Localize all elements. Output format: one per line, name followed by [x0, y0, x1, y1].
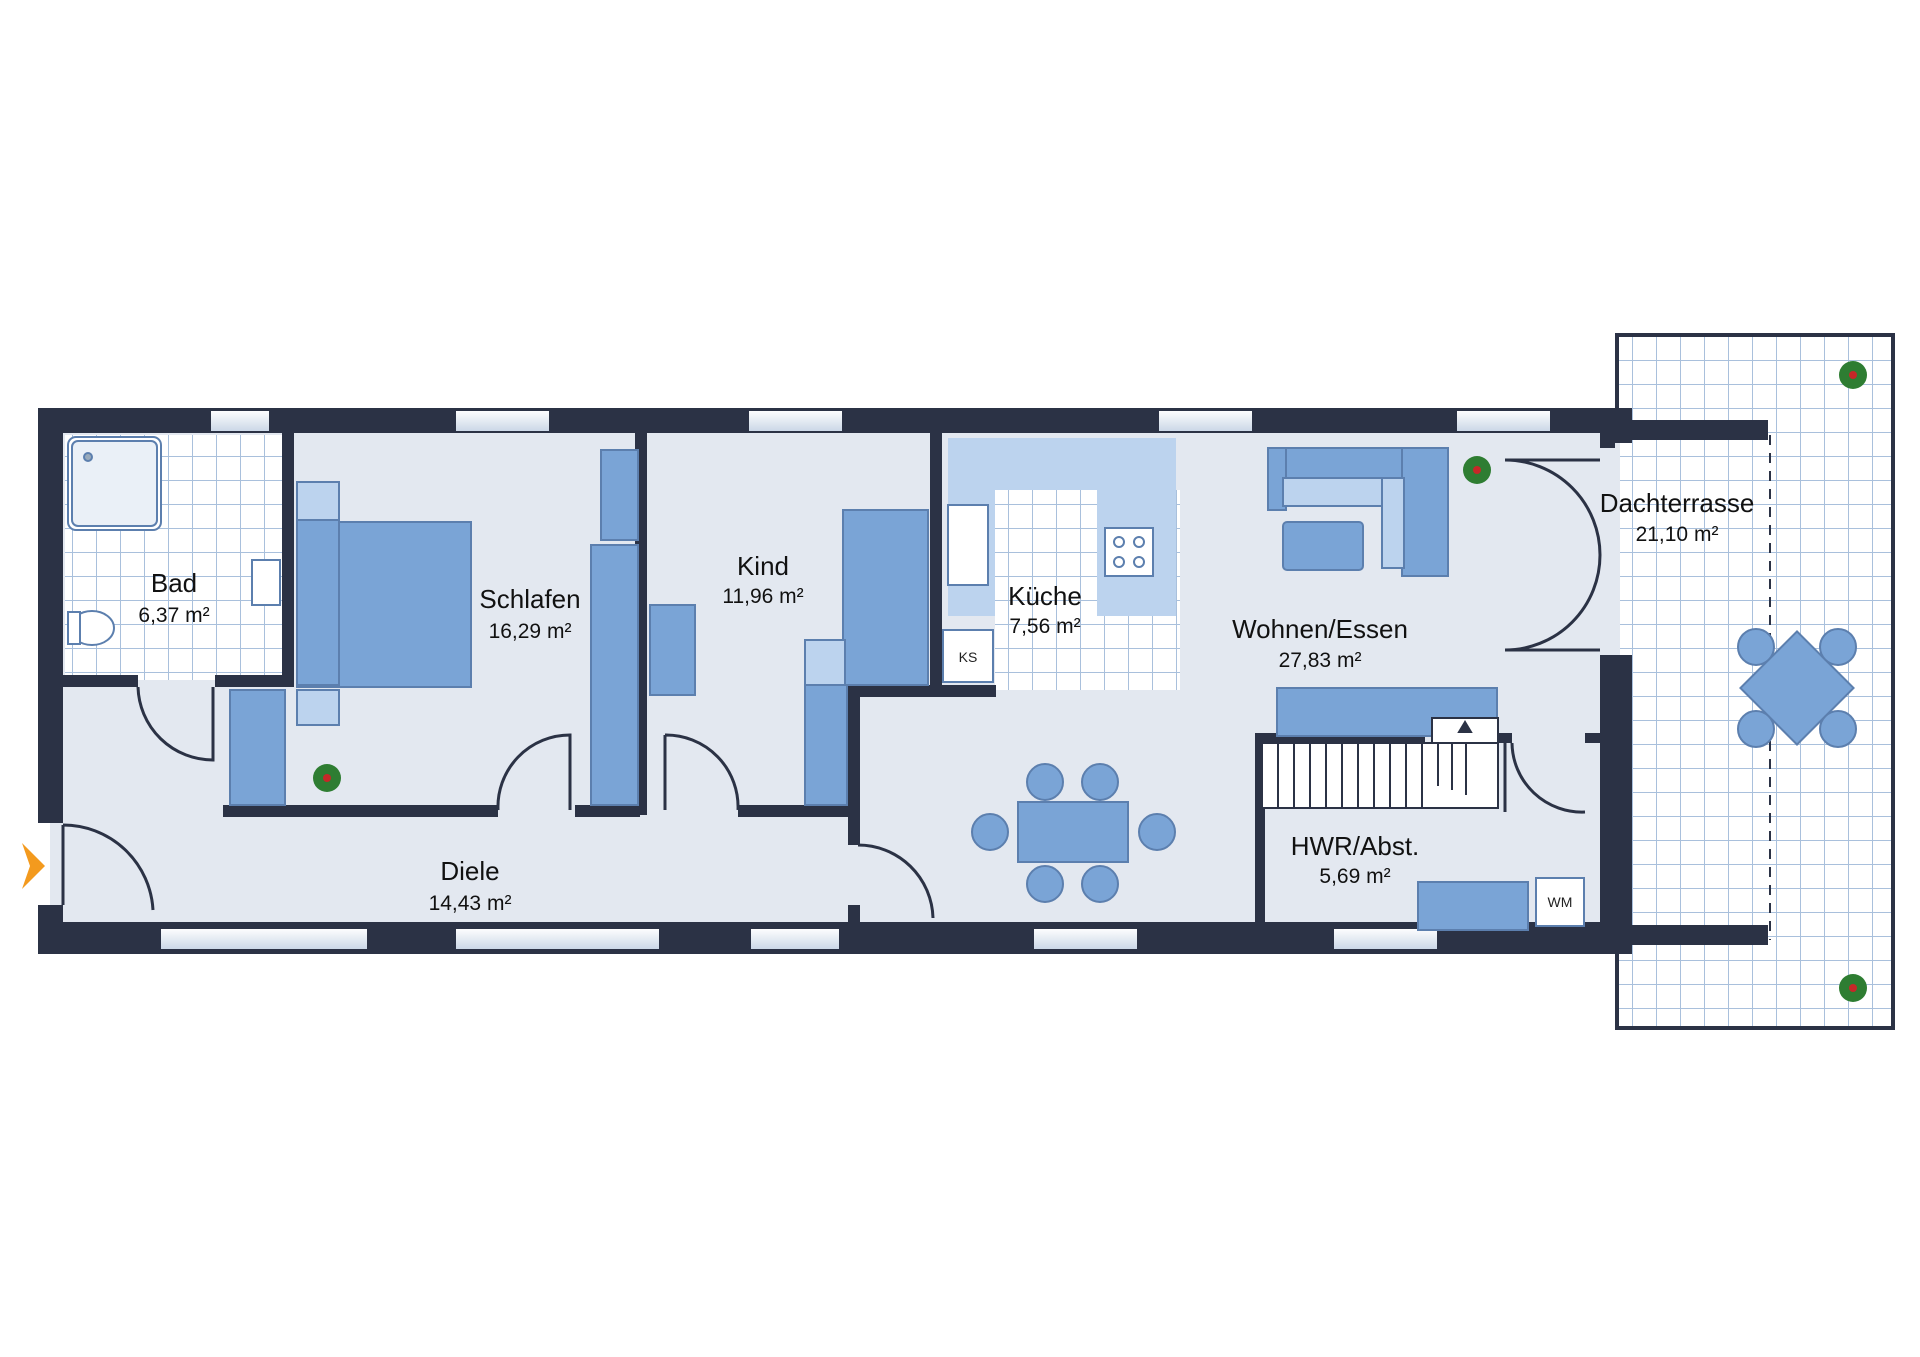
terrace-table — [1736, 627, 1858, 749]
entrance-arrow-icon — [22, 843, 45, 889]
furniture — [67, 436, 1858, 931]
room-name-kueche: Küche — [1008, 581, 1082, 611]
room-name-diele: Diele — [440, 856, 499, 886]
room-area-kueche: 7,56 m² — [1009, 615, 1080, 638]
room-name-bad: Bad — [151, 568, 197, 598]
room-area-dachterrasse: 21,10 m² — [1636, 523, 1719, 546]
sink — [947, 504, 989, 586]
room-area-schlafen: 16,29 m² — [489, 620, 572, 643]
room-name-schlafen: Schlafen — [479, 584, 580, 614]
washer-counter — [1417, 881, 1529, 931]
kids-bed — [842, 509, 929, 686]
fridge — [942, 629, 994, 683]
room-name-wohnen: Wohnen/Essen — [1232, 614, 1408, 644]
double-bed — [338, 521, 472, 688]
cooktop — [1104, 527, 1154, 577]
room-area-kind: 11,96 m² — [722, 585, 803, 608]
staircase — [1261, 717, 1499, 809]
washer-label: WM — [1548, 894, 1573, 910]
washbasin — [251, 559, 281, 606]
plant-icons — [313, 361, 1867, 1002]
room-name-kind: Kind — [737, 551, 789, 581]
room-area-wohnen: 27,83 m² — [1279, 649, 1362, 672]
room-area-bad: 6,37 m² — [138, 604, 209, 627]
room-name-dachterrasse: Dachterrasse — [1600, 488, 1755, 518]
coffee-table — [1282, 521, 1364, 571]
washer — [1535, 877, 1585, 927]
room-name-hwr: HWR/Abst. — [1291, 831, 1420, 861]
dining-table — [1017, 801, 1129, 863]
windows — [159, 409, 1552, 951]
fridge-label: KS — [959, 649, 978, 665]
doors — [61, 458, 1602, 919]
room-area-diele: 14,43 m² — [429, 892, 512, 915]
room-area-hwr: 5,69 m² — [1319, 865, 1390, 888]
